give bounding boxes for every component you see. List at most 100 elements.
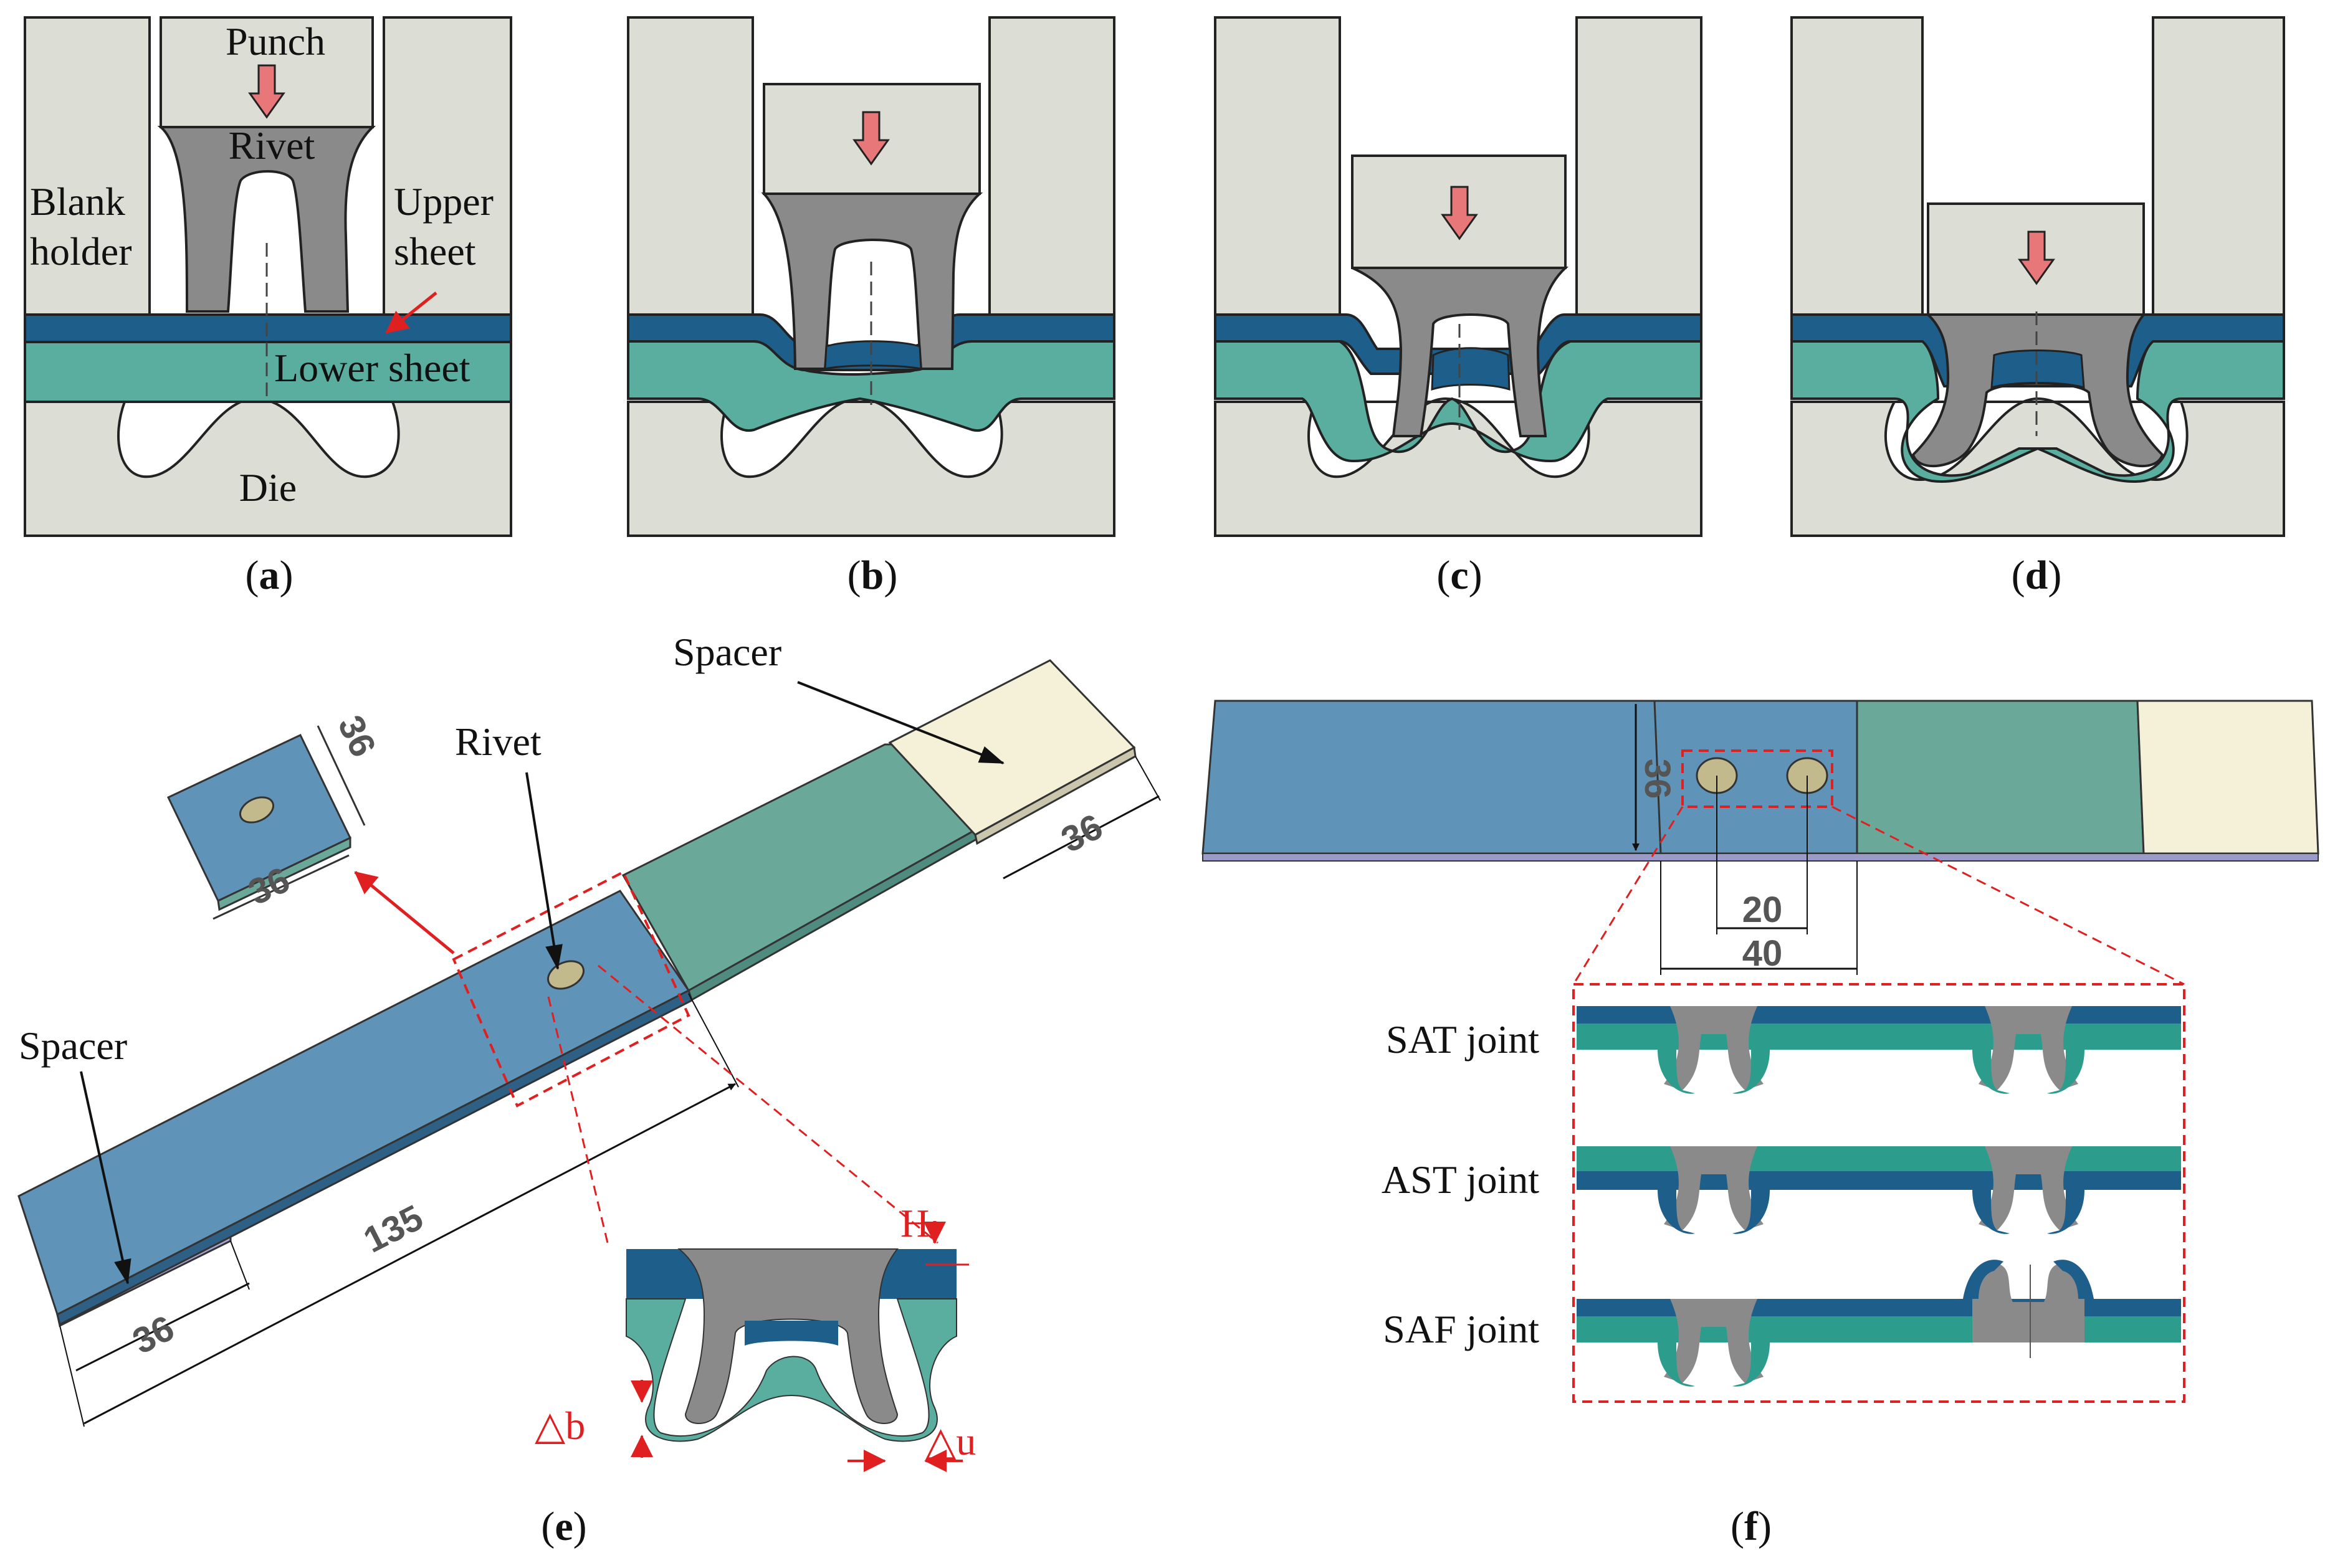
dim-36-right: 36 (1055, 806, 1109, 860)
dim-135-ext-left (59, 1325, 85, 1427)
saf-flipped-rivet (1972, 1265, 2084, 1342)
inset-rivet (239, 796, 274, 824)
plate-edge (1202, 853, 2319, 862)
saf-label: SAF joint (1383, 1307, 1539, 1351)
caption-a: (a) (246, 553, 294, 598)
caption-b: (b) (847, 553, 898, 598)
joint-detail (626, 1248, 957, 1442)
upper-sheet (1214, 313, 1702, 375)
spacer-top-label: Spacer (673, 630, 781, 674)
lower-sheet (24, 341, 512, 403)
lower-sheet (1790, 340, 2285, 483)
rivet-label: Rivet (229, 123, 315, 168)
caption-c: (c) (1436, 553, 1482, 598)
zoom-line-right (1831, 805, 2185, 986)
upper-sheet (24, 313, 512, 343)
zoom-line-left (547, 996, 609, 1243)
blank-holder-left (627, 16, 754, 316)
sat-joint-strip (1577, 1006, 2181, 1094)
spacer-top-pointer (797, 681, 1005, 764)
dim-36-right-line (1003, 795, 1160, 880)
punch-arrow (852, 111, 890, 166)
dim-36-f: 36 (1637, 759, 1678, 799)
inset-dim-side (317, 725, 366, 826)
dim-36-left: 36 (127, 1308, 181, 1362)
upper-sheet-plate (17, 890, 690, 1316)
plate-top-face-cream (2136, 700, 2319, 855)
dim-36-right-ext (1135, 756, 1161, 801)
inset-dim-bottom (212, 854, 350, 920)
dim-36-left-line (75, 1282, 250, 1372)
plate-top-face-green (1856, 700, 2145, 855)
blank-holder-right (2152, 16, 2285, 316)
upper-sheet (627, 313, 1115, 371)
upper-sheet-pierce (824, 340, 922, 370)
joint-types-box (1572, 983, 2185, 1403)
rivet-label: Rivet (455, 720, 542, 764)
die-block (627, 401, 1115, 537)
detail-rivet (677, 1248, 899, 1424)
blank-holder-right (383, 16, 512, 316)
rivet-pointer (525, 772, 563, 970)
zoom-line-left (1572, 806, 1684, 985)
dim-135-line (84, 1083, 736, 1425)
blank-holder-label-2: holder (30, 229, 132, 273)
lower-sheet (1214, 340, 1702, 463)
overlap-line-left (1653, 700, 1662, 854)
die-label: Die (239, 465, 297, 510)
upper-sheet-pierce (1990, 349, 2085, 389)
spacer-left-pointer (80, 1071, 131, 1285)
inset-arrow (354, 871, 455, 954)
detail-lower-sheet (626, 1298, 957, 1442)
dim-36-left-ext (230, 1240, 250, 1290)
zoom-line-right (598, 964, 938, 1244)
die-block (1790, 401, 2285, 537)
zoom-box (1681, 749, 1833, 808)
dim-40: 40 (1742, 933, 1783, 974)
rivet-shape (761, 192, 983, 370)
panel-f: 36 20 40 (1201, 700, 2319, 1403)
panel-c (1214, 16, 1702, 537)
saf-joint-strip (1577, 1260, 2181, 1387)
punch-arrow (248, 64, 285, 119)
lower-sheet-label: Lower sheet (274, 346, 470, 390)
delta-b-label: △b (535, 1404, 585, 1448)
panel-d (1790, 16, 2285, 537)
panel-e: 36 36 135 36 36 Spacer Rivet Spacer (17, 630, 1161, 1472)
upper-sheet-label-1: Upper (394, 179, 494, 224)
caption-e: (e) (541, 1504, 586, 1549)
punch-arrow (2018, 230, 2055, 285)
dim-135-ext-right (688, 993, 739, 1088)
die-block (24, 401, 512, 537)
blank-holder-right (1575, 16, 1702, 316)
punch-arrow (1441, 186, 1478, 240)
caption-f: (f) (1731, 1504, 1772, 1549)
spacer-left-label: Spacer (19, 1024, 127, 1068)
panel-b (627, 16, 1115, 537)
dim-20: 20 (1742, 890, 1783, 930)
detail-upper-pierce (745, 1321, 838, 1346)
blank-holder-left (1790, 16, 1924, 316)
sat-label: SAT joint (1386, 1017, 1539, 1062)
punch-label: Punch (226, 19, 325, 64)
inset-dim-36-side: 36 (330, 710, 384, 763)
dim-135: 135 (357, 1197, 429, 1261)
zoom-box (452, 870, 690, 1108)
inset-plate-edge (217, 836, 351, 911)
panel-a: Punch Rivet Blank holder Upper sheet Low… (24, 16, 512, 537)
rivet-shape (157, 126, 376, 313)
upper-sheet-label-2: sheet (394, 229, 476, 273)
rivet-shape (1352, 267, 1569, 437)
blank-holder-right (988, 16, 1115, 316)
blank-holder-label-1: Blank (30, 179, 125, 224)
ast-label: AST joint (1382, 1157, 1539, 1202)
blank-holder-left (1214, 16, 1341, 316)
ast-joint-strip (1577, 1146, 2181, 1234)
h-label: H (900, 1201, 929, 1245)
upper-sheet-pierce (1431, 347, 1511, 391)
plate-top-face-blue (1201, 700, 1858, 855)
upper-sheet-pointer (385, 292, 437, 334)
delta-u-label: △u (925, 1419, 976, 1463)
caption-d: (d) (2012, 553, 2062, 598)
